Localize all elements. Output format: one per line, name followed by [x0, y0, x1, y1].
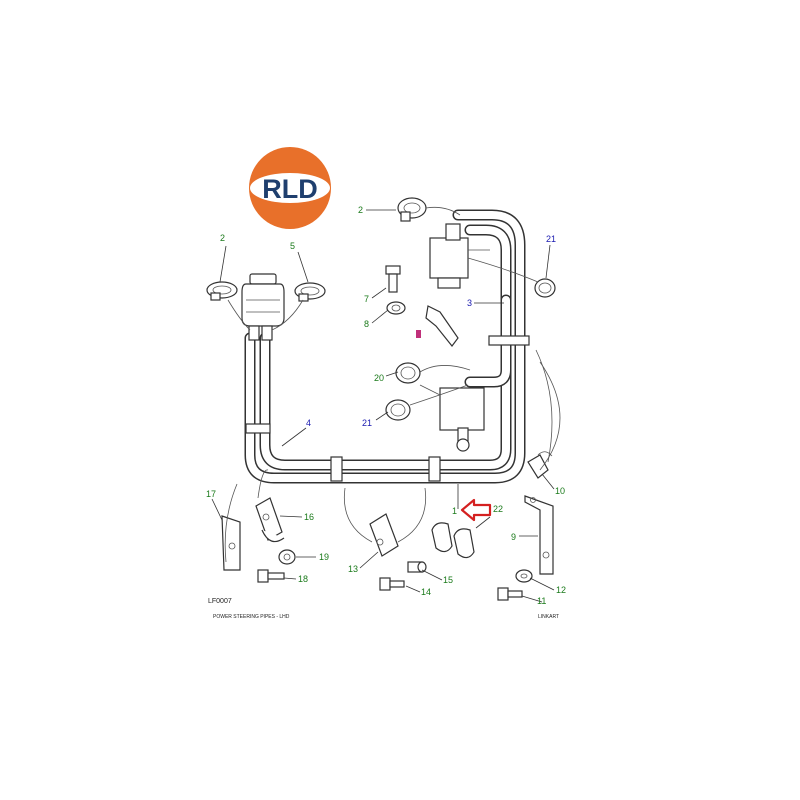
- callout-19: 19: [319, 552, 329, 562]
- callout-12: 12: [556, 585, 566, 595]
- clip-10: [527, 451, 553, 479]
- washer-8: [386, 301, 406, 315]
- callout-8: 8: [364, 319, 369, 329]
- callout-11: 11: [537, 596, 546, 606]
- callout-21-top: 21: [546, 234, 556, 244]
- callout-16: 16: [304, 512, 314, 522]
- pump-valve-bottom: [419, 384, 485, 452]
- callout-1: 1: [452, 506, 457, 516]
- callout-4: 4: [306, 418, 311, 428]
- bolt-11: [497, 587, 523, 601]
- callout-14: 14: [421, 587, 431, 597]
- o-ring-21: [385, 399, 411, 421]
- figure-caption: POWER STEERING PIPES - LHD: [213, 614, 290, 620]
- callout-2-left: 2: [220, 233, 225, 243]
- washer-12: [515, 569, 533, 583]
- bracket-17: [221, 515, 241, 571]
- leader-lines: [211, 209, 555, 603]
- bolt-14: [379, 577, 405, 591]
- pump-valve-top: [429, 223, 490, 289]
- bolt-18: [257, 569, 285, 583]
- callout-15: 15: [443, 575, 453, 585]
- figure-credit: LINKART: [538, 614, 559, 620]
- callout-22: 22: [493, 504, 503, 514]
- callouts: 2 5 2 21 7 8 3 20 21 4 10 17 16 1 22 9 1…: [206, 205, 566, 606]
- hose-clip-left: [206, 281, 238, 301]
- hose-clip-right: [294, 282, 326, 302]
- nut-15: [407, 561, 427, 573]
- callout-21-mid: 21: [362, 418, 372, 428]
- reservoir: [241, 273, 285, 341]
- bracket-9: [524, 495, 554, 575]
- callout-5: 5: [290, 241, 295, 251]
- clip-13: [369, 513, 399, 557]
- logo-text: RLD: [262, 174, 318, 204]
- callout-7: 7: [364, 294, 369, 304]
- o-ring-21-top: [534, 278, 556, 298]
- figure-code: LF0007: [208, 598, 232, 605]
- callout-18: 18: [298, 574, 308, 584]
- bolt-7: [385, 265, 401, 293]
- callout-17: 17: [206, 489, 216, 499]
- callout-10: 10: [555, 486, 565, 496]
- callout-3: 3: [467, 298, 472, 308]
- callout-13: 13: [348, 564, 358, 574]
- clip-22: [431, 522, 475, 559]
- pipe-assembly: [244, 209, 530, 484]
- callout-2-top: 2: [358, 205, 363, 215]
- washer-19: [278, 549, 296, 565]
- callout-9: 9: [511, 532, 516, 542]
- callout-20: 20: [374, 373, 384, 383]
- rld-logo: RLD: [249, 147, 331, 229]
- highlight-arrow: [460, 498, 492, 522]
- pipe-bracket: [416, 305, 459, 347]
- o-ring-20: [395, 362, 421, 384]
- hose-clip-top: [397, 197, 427, 222]
- clip-16: [255, 497, 285, 543]
